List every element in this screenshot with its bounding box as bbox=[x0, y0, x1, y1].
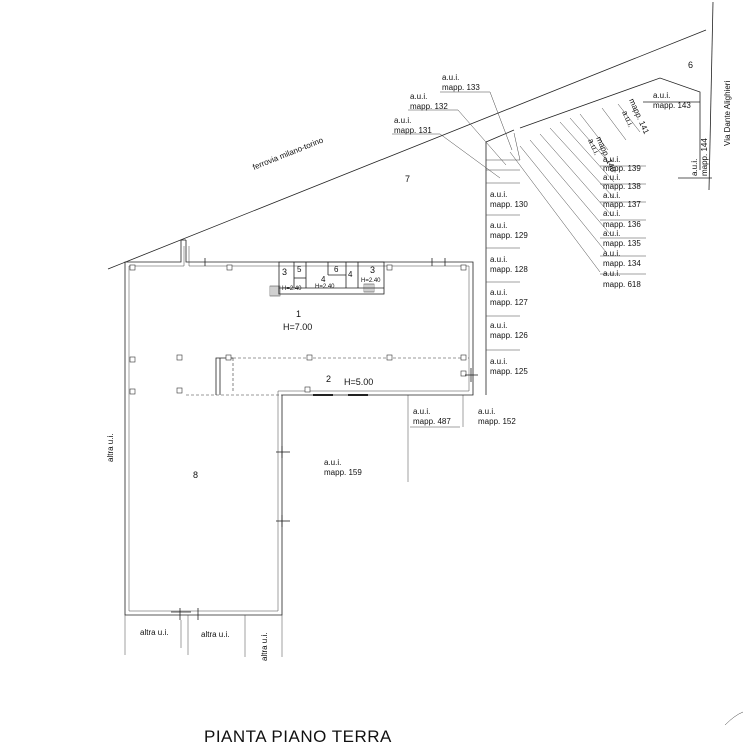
room-4b-number: 4 bbox=[348, 270, 353, 279]
room-1-number: 1 bbox=[296, 309, 301, 319]
room-4a-number: 4 bbox=[321, 275, 326, 284]
railway-label: ferrovia milano-torino bbox=[251, 135, 325, 171]
svg-text:a.u.i.: a.u.i. bbox=[410, 92, 427, 101]
drawing-title: PIANTA PIANO TERRA bbox=[204, 727, 392, 746]
svg-text:a.u.i.: a.u.i. bbox=[603, 269, 620, 278]
svg-text:mapp. 125: mapp. 125 bbox=[490, 367, 528, 376]
svg-text:mapp. 487: mapp. 487 bbox=[413, 417, 451, 426]
svg-text:a.u.i.: a.u.i. bbox=[603, 209, 620, 218]
svg-text:altra u.i.: altra u.i. bbox=[201, 630, 229, 639]
svg-text:a.u.i.: a.u.i. bbox=[442, 73, 459, 82]
room-3b-number: 3 bbox=[370, 265, 375, 275]
room-height-a: H=2.40 bbox=[282, 286, 302, 292]
svg-text:mapp. 136: mapp. 136 bbox=[603, 220, 641, 229]
svg-text:a.u.i.: a.u.i. bbox=[603, 155, 620, 164]
room-3a-number: 3 bbox=[282, 267, 287, 277]
svg-text:mapp. 126: mapp. 126 bbox=[490, 331, 528, 340]
adjacent-lots-south bbox=[124, 615, 283, 657]
svg-text:a.u.i.: a.u.i. bbox=[490, 190, 507, 199]
columns bbox=[129, 264, 467, 395]
svg-text:mapp. 135: mapp. 135 bbox=[603, 239, 641, 248]
svg-text:altra u.i.: altra u.i. bbox=[260, 633, 269, 661]
svg-text:mapp. 138: mapp. 138 bbox=[603, 182, 641, 191]
room-6-number: 6 bbox=[334, 265, 339, 274]
svg-text:altra u.i.: altra u.i. bbox=[106, 434, 115, 462]
diagonal-lot-lines bbox=[509, 103, 646, 275]
svg-text:mapp. 152: mapp. 152 bbox=[478, 417, 516, 426]
svg-text:a.u.i.: a.u.i. bbox=[324, 458, 341, 467]
room-height-b: H=2.40 bbox=[315, 284, 335, 290]
svg-text:mapp. 137: mapp. 137 bbox=[603, 200, 641, 209]
street-label: Via Dante Alighieri bbox=[723, 81, 732, 146]
svg-text:a.u.i.: a.u.i. bbox=[490, 221, 507, 230]
svg-text:a.u.i.: a.u.i. bbox=[603, 249, 620, 258]
svg-text:a.u.i.: a.u.i. bbox=[490, 288, 507, 297]
svg-text:mapp. 134: mapp. 134 bbox=[603, 259, 641, 268]
building-outline bbox=[124, 240, 474, 616]
svg-text:mapp. 133: mapp. 133 bbox=[442, 83, 480, 92]
svg-text:mapp. 139: mapp. 139 bbox=[603, 164, 641, 173]
svg-text:mapp. 159: mapp. 159 bbox=[324, 468, 362, 477]
railway-boundary-line bbox=[107, 29, 707, 270]
main-building bbox=[124, 239, 478, 657]
svg-text:mapp. 129: mapp. 129 bbox=[490, 231, 528, 240]
wall-markers bbox=[171, 258, 478, 620]
arc-fragment bbox=[724, 711, 743, 726]
stairs-east bbox=[363, 283, 375, 293]
room-1-height: H=7.00 bbox=[283, 322, 312, 332]
svg-text:a.u.i.: a.u.i. bbox=[490, 357, 507, 366]
site-boundaries bbox=[107, 1, 714, 395]
svg-text:mapp. 144: mapp. 144 bbox=[700, 138, 709, 176]
svg-text:mapp. 127: mapp. 127 bbox=[490, 298, 528, 307]
room-height-c: H=2.40 bbox=[361, 278, 381, 284]
svg-text:a.u.i.: a.u.i. bbox=[603, 229, 620, 238]
svg-text:a.u.i.: a.u.i. bbox=[413, 407, 430, 416]
svg-text:a.u.i.: a.u.i. bbox=[653, 91, 670, 100]
area-8-number: 8 bbox=[193, 470, 198, 480]
north-lots-boundary bbox=[519, 77, 701, 170]
svg-text:mapp. 618: mapp. 618 bbox=[603, 280, 641, 289]
neighbor-labels: a.u.i.mapp. 133 a.u.i.mapp. 132 a.u.i.ma… bbox=[106, 73, 709, 661]
svg-text:a.u.i.: a.u.i. bbox=[603, 173, 620, 182]
stairs-west bbox=[269, 285, 281, 297]
area-6-number: 6 bbox=[688, 60, 693, 70]
east-lot-dividers bbox=[486, 159, 520, 351]
svg-text:a.u.i.: a.u.i. bbox=[690, 159, 699, 176]
svg-text:mapp. 132: mapp. 132 bbox=[410, 102, 448, 111]
svg-text:mapp. 130: mapp. 130 bbox=[490, 200, 528, 209]
svg-text:mapp. 131: mapp. 131 bbox=[394, 126, 432, 135]
room-2-number: 2 bbox=[326, 374, 331, 384]
area-7-number: 7 bbox=[405, 174, 410, 184]
leader-lines bbox=[392, 91, 513, 482]
room-5-number: 5 bbox=[297, 265, 302, 274]
boundary-segment bbox=[485, 129, 515, 143]
building-west-wall bbox=[124, 240, 182, 395]
svg-text:a.u.i.: a.u.i. bbox=[490, 321, 507, 330]
street-boundary-line bbox=[708, 1, 714, 191]
svg-text:a.u.i.: a.u.i. bbox=[478, 407, 495, 416]
svg-text:altra u.i.: altra u.i. bbox=[140, 628, 168, 637]
svg-text:mapp. 128: mapp. 128 bbox=[490, 265, 528, 274]
service-block bbox=[278, 261, 385, 295]
svg-text:a.u.i.: a.u.i. bbox=[603, 191, 620, 200]
svg-text:mapp. 143: mapp. 143 bbox=[653, 101, 691, 110]
room-2-height: H=5.00 bbox=[344, 377, 373, 387]
svg-text:a.u.i.: a.u.i. bbox=[394, 116, 411, 125]
svg-text:a.u.i.: a.u.i. bbox=[490, 255, 507, 264]
